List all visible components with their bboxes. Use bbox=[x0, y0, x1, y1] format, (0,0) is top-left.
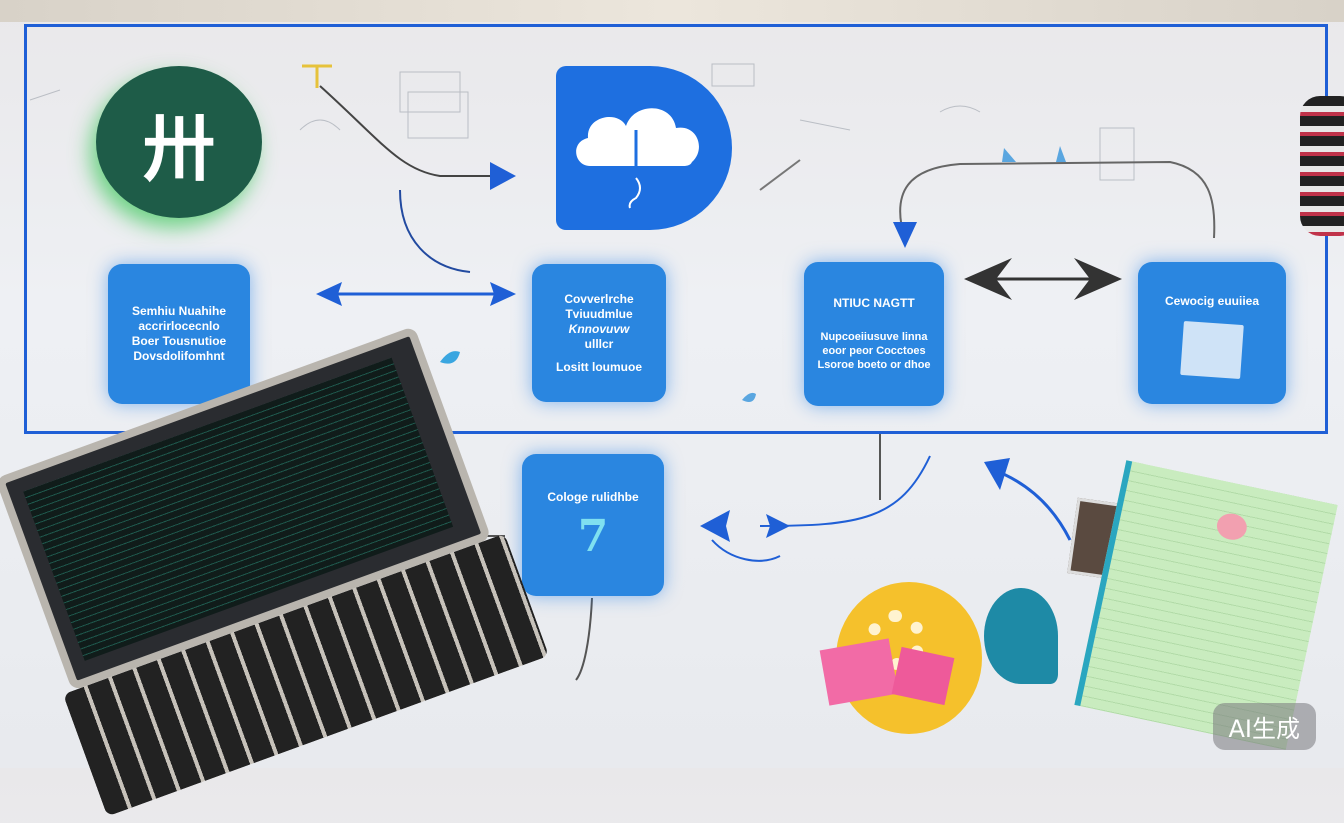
tile-collection-title: Cologe rulidhbe bbox=[547, 490, 639, 504]
tile-services-line-4: Dovsdolifomhnt bbox=[133, 349, 225, 363]
cloud-tile[interactable] bbox=[556, 66, 732, 230]
tile-network[interactable]: NTIUC NAGTT Nupcoeiiusuve linna eoor peo… bbox=[804, 262, 944, 406]
tile-network-title: NTIUC NAGTT bbox=[833, 296, 915, 310]
ai-generated-badge: AI生成 bbox=[1212, 703, 1316, 750]
tile-coverage-line-1: Covverlrche bbox=[564, 291, 634, 306]
tile-services[interactable]: Semhiu Nuahihe accrirlocecnlo Boer Tousn… bbox=[108, 264, 250, 404]
tile-network-line-3: Lsoroe boeto or dhoe bbox=[817, 359, 931, 371]
cable-coil bbox=[1300, 96, 1344, 236]
tile-coverage-line-5: Lositt loumuoe bbox=[556, 359, 642, 374]
tile-coverage-line-3: Knnovuvw bbox=[568, 321, 630, 336]
pink-tag-2 bbox=[891, 646, 955, 706]
tile-services-line-1: Semhiu Nuahihe bbox=[131, 304, 226, 318]
logo-glyph: 卅 bbox=[142, 106, 215, 191]
tile-collection-glyph: 7 bbox=[577, 511, 609, 562]
tile-document[interactable]: Cewocig euuiiea bbox=[1138, 262, 1286, 404]
tile-network-line-2: eoor peor Cocctoes bbox=[822, 345, 926, 357]
teal-sticker bbox=[984, 588, 1058, 684]
tile-collection[interactable]: Cologe rulidhbe 7 bbox=[522, 454, 664, 596]
top-paper-strip bbox=[0, 0, 1344, 22]
tile-services-line-2: accrirlocecnlo bbox=[138, 319, 220, 333]
document-icon bbox=[1180, 320, 1244, 380]
yellow-sticker bbox=[819, 582, 982, 734]
connector-lines bbox=[29, 63, 1216, 681]
tile-document-title: Cewocig euuiiea bbox=[1164, 294, 1260, 308]
pink-tag bbox=[819, 638, 899, 706]
cloud-icon bbox=[576, 108, 699, 210]
tile-services-line-3: Boer Tousnutioe bbox=[131, 334, 227, 348]
tile-network-line-1: Nupcoeiiusuve linna bbox=[820, 331, 928, 343]
tile-coverage-line-2: Tviuudmlue bbox=[565, 306, 633, 321]
tile-coverage[interactable]: Covverlrche Tviuudmlue Knnovuvw ulllcr L… bbox=[532, 264, 666, 402]
heart-sticker bbox=[1214, 510, 1250, 543]
tile-coverage-line-4: ulllcr bbox=[584, 336, 614, 351]
logo-badge: 卅 bbox=[96, 66, 262, 218]
